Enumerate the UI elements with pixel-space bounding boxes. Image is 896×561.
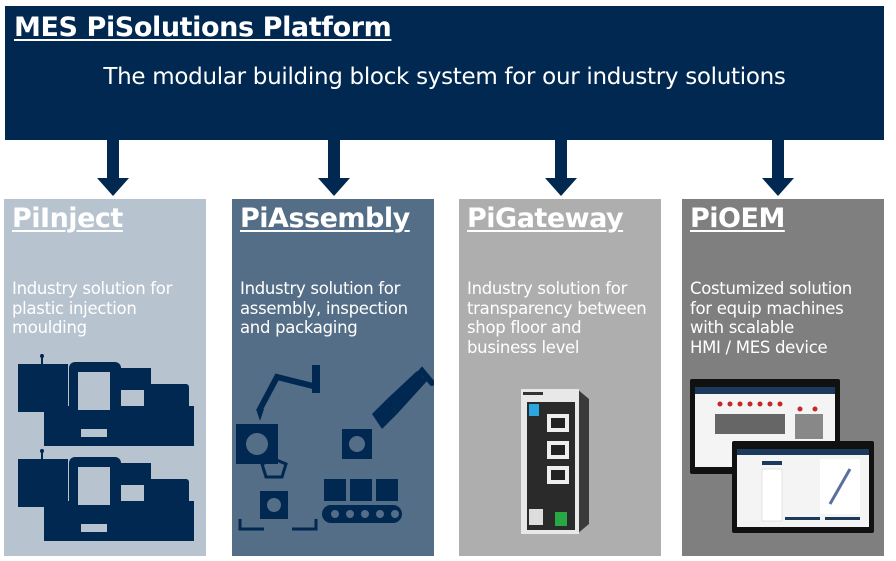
desc-line: Industry solution for <box>240 279 401 298</box>
arrow-down-icon <box>762 140 794 196</box>
panel-title: PiGateway <box>467 203 624 234</box>
desc-line: shop floor and <box>467 318 582 337</box>
desc-line: with scalable <box>690 318 795 337</box>
hmi-panels-icon <box>690 379 874 533</box>
panel-title: PiInject <box>12 203 123 234</box>
desc-line: transparency between <box>467 298 647 318</box>
desc-line: plastic injection <box>12 298 137 318</box>
platform-subtitle: The modular building block system for ou… <box>103 64 786 90</box>
desc-line: Industry solution for <box>12 279 173 298</box>
desc-line: and packaging <box>240 318 358 337</box>
desc-line: Industry solution for <box>467 279 628 298</box>
desc-line: business level <box>467 337 580 357</box>
panel-piassembly: PiAssembly Industry solution for assembl… <box>232 199 434 556</box>
arrow-down-icon <box>545 140 577 196</box>
gateway-device-icon <box>521 389 589 534</box>
arrow-down-icon <box>97 140 129 196</box>
desc-line: Costumized solution <box>690 279 852 298</box>
panel-pigateway: PiGateway Industry solution for transpar… <box>459 199 661 556</box>
arrow-down-icon <box>318 140 350 196</box>
panel-description: Industry solution for assembly, inspecti… <box>240 279 430 338</box>
assembly-icons <box>236 365 434 531</box>
panel-title: PiAssembly <box>240 203 410 234</box>
panel-pioem: PiOEM Costumized solution for equip mach… <box>682 199 884 556</box>
panel-description: Industry solution for transparency betwe… <box>467 279 657 357</box>
panel-title: PiOEM <box>690 203 785 234</box>
panel-description: Costumized solution for equip machines w… <box>690 279 880 357</box>
platform-title: MES PiSolutions Platform <box>14 12 392 43</box>
desc-line: HMI / MES device <box>690 337 828 357</box>
desc-line: assembly, inspection <box>240 298 408 318</box>
platform-header: MES PiSolutions Platform The modular bui… <box>5 6 884 140</box>
desc-line: for equip machines <box>690 298 844 318</box>
desc-line: moulding <box>12 318 87 337</box>
panel-description: Industry solution for plastic injection … <box>12 279 202 338</box>
panel-piinject: PiInject Industry solution for plastic i… <box>4 199 206 556</box>
injection-machine-icon <box>18 354 194 541</box>
